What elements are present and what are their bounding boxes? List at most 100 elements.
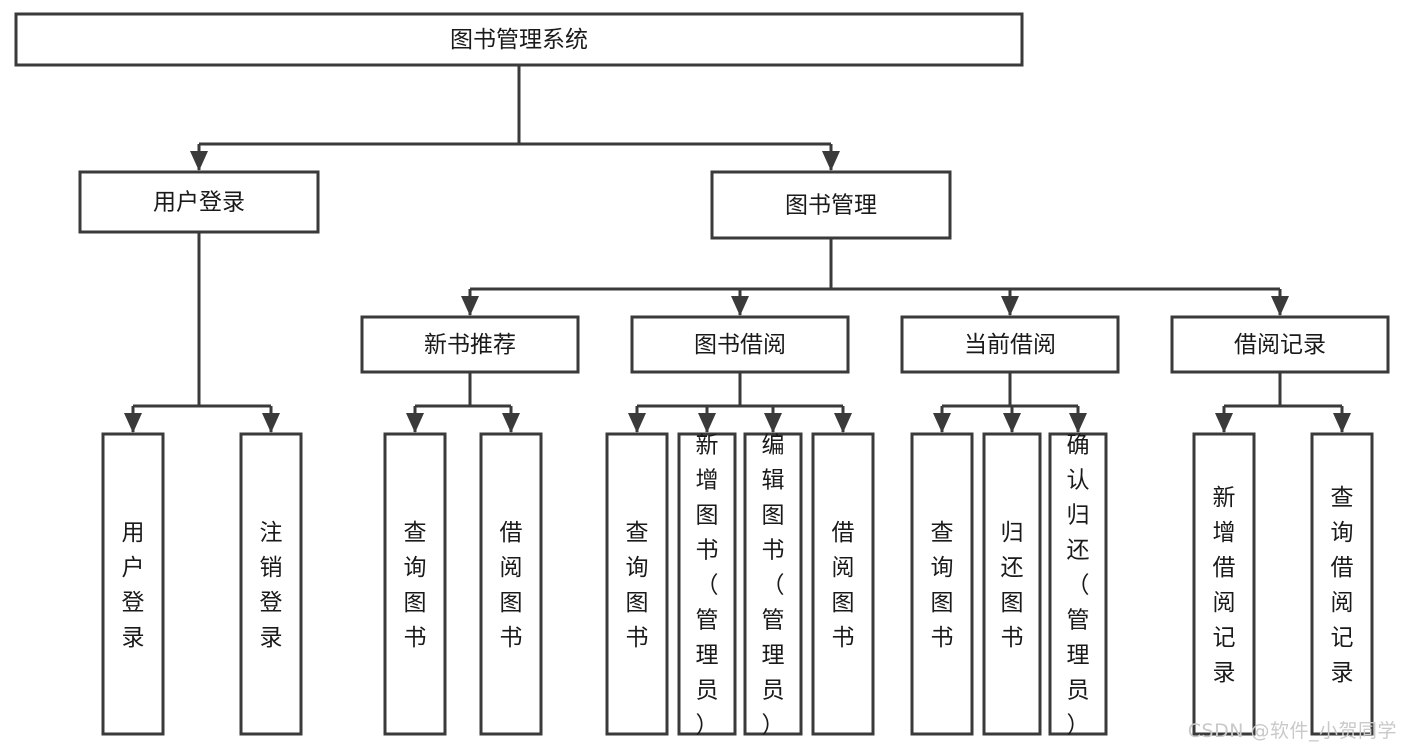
node-label-user-login: 用户登录 [153, 190, 245, 216]
arrow-head-icon [1333, 413, 1351, 433]
node-box-root [14, 12, 1024, 67]
svg-text:认: 认 [1067, 468, 1090, 494]
svg-text:编: 编 [762, 433, 785, 459]
arrow-head-icon [822, 151, 840, 171]
svg-text:记: 记 [1331, 625, 1354, 651]
svg-text:销: 销 [260, 555, 283, 581]
svg-text:借: 借 [1331, 555, 1354, 581]
arrow-head-icon [628, 413, 646, 433]
svg-text:新: 新 [696, 433, 719, 459]
svg-text:）: ） [1067, 713, 1090, 739]
svg-text:书: 书 [832, 625, 855, 651]
arrow-head-icon [262, 413, 280, 433]
node-borrow-record[interactable]: 借阅记录 [1170, 315, 1390, 374]
node-label-book-borrow: 图书借阅 [694, 332, 786, 358]
node-new-book-recommend[interactable]: 新书推荐 [360, 315, 580, 374]
svg-text:询: 询 [1331, 520, 1354, 546]
node-root[interactable]: 图书管理系统 [14, 12, 1024, 67]
svg-text:用: 用 [122, 520, 145, 546]
svg-text:书: 书 [762, 538, 785, 564]
arrow-head-icon [731, 296, 749, 316]
svg-text:查: 查 [404, 520, 427, 546]
node-label-new-book-recommend: 新书推荐 [424, 332, 516, 358]
svg-text:借: 借 [832, 520, 855, 546]
svg-text:（: （ [696, 573, 719, 599]
svg-text:记: 记 [1213, 625, 1236, 651]
node-box-leaf-query-borrow-record [1310, 432, 1374, 736]
node-book-borrow[interactable]: 图书借阅 [630, 315, 850, 374]
arrow-head-icon [1069, 413, 1087, 433]
svg-text:阅: 阅 [1331, 590, 1354, 616]
arrow-head-icon [502, 413, 520, 433]
svg-text:员: 员 [762, 678, 785, 704]
svg-text:书: 书 [500, 625, 523, 651]
arrow-head-icon [190, 151, 208, 171]
node-label-borrow-record: 借阅记录 [1234, 332, 1326, 358]
node-box-leaf-logout [239, 432, 303, 736]
svg-text:员: 员 [696, 678, 719, 704]
arrow-head-icon [834, 413, 852, 433]
svg-text:归: 归 [1067, 503, 1090, 529]
svg-text:询: 询 [626, 555, 649, 581]
svg-text:）: ） [762, 713, 785, 739]
node-leaf-user-login[interactable]: 用户登录 [101, 432, 165, 736]
svg-text:管: 管 [1067, 608, 1090, 634]
node-box-new-book-recommend [360, 315, 580, 374]
svg-text:辑: 辑 [762, 468, 785, 494]
svg-text:录: 录 [1331, 660, 1354, 686]
svg-text:（: （ [1067, 573, 1090, 599]
node-label-book-management: 图书管理 [785, 193, 877, 219]
svg-text:还: 还 [1067, 538, 1090, 564]
svg-text:阅: 阅 [1213, 590, 1236, 616]
svg-text:还: 还 [1001, 555, 1024, 581]
node-current-borrow[interactable]: 当前借阅 [900, 315, 1120, 374]
svg-text:（: （ [762, 573, 785, 599]
node-box-leaf-add-book-admin [677, 432, 737, 736]
svg-text:图: 图 [832, 590, 855, 616]
arrow-head-icon [406, 413, 424, 433]
svg-text:图: 图 [404, 590, 427, 616]
svg-text:新: 新 [1213, 485, 1236, 511]
svg-text:）: ） [696, 713, 719, 739]
node-box-leaf-return-book [982, 432, 1042, 736]
svg-text:书: 书 [696, 538, 719, 564]
node-label-root: 图书管理系统 [450, 27, 588, 53]
edge-group-user-login [124, 232, 280, 433]
svg-text:管: 管 [696, 608, 719, 634]
arrow-head-icon [698, 413, 716, 433]
node-user-login[interactable]: 用户登录 [78, 170, 320, 234]
edges-layer [124, 65, 1351, 433]
svg-text:图: 图 [626, 590, 649, 616]
nodes-layer: 图书管理系统用户登录图书管理新书推荐图书借阅当前借阅借阅记录用户登录注销登录查询… [14, 12, 1390, 739]
svg-text:确: 确 [1067, 433, 1090, 459]
svg-text:管: 管 [762, 608, 785, 634]
node-box-leaf-borrow-book-2 [811, 432, 875, 736]
svg-text:登: 登 [260, 590, 283, 616]
svg-text:增: 增 [1213, 520, 1236, 546]
svg-text:图: 图 [696, 503, 719, 529]
edge-group-borrow-record [1215, 372, 1351, 433]
node-box-current-borrow [900, 315, 1120, 374]
node-box-leaf-confirm-return-admin [1048, 432, 1108, 736]
svg-text:借: 借 [1213, 555, 1236, 581]
svg-text:录: 录 [122, 625, 145, 651]
node-book-management[interactable]: 图书管理 [710, 170, 952, 240]
